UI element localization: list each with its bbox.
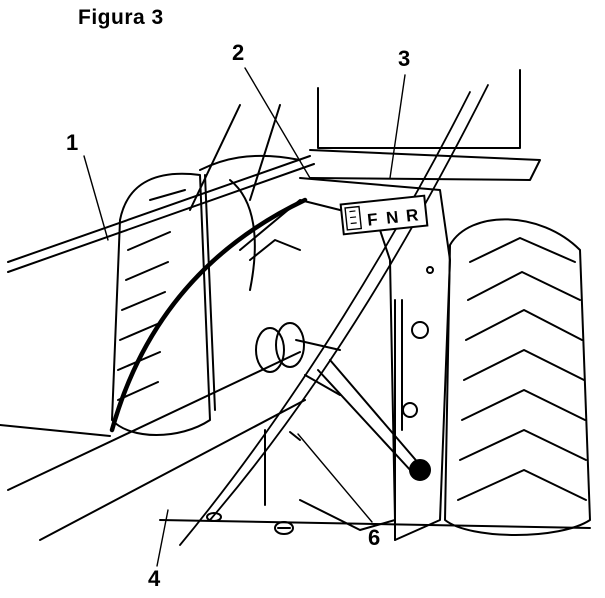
- callout-3: 3: [398, 46, 411, 71]
- figure-title: Figura 3: [78, 6, 164, 29]
- leader-lines: [83, 67, 406, 567]
- transmission-housing: [199, 154, 434, 531]
- handlebar-tubes: [7, 104, 315, 273]
- gear-position-r: R: [405, 205, 419, 225]
- right-tire: [444, 218, 591, 536]
- gear-selector-plate: F N R: [339, 194, 429, 236]
- left-tire: [111, 172, 211, 436]
- control-cables: [179, 84, 489, 546]
- gear-position-n: N: [385, 208, 399, 228]
- callout-4: 4: [148, 566, 161, 591]
- thick-cable: [109, 197, 308, 433]
- callout-6: 6: [368, 525, 381, 550]
- callout-1: 1: [66, 130, 79, 155]
- callout-2: 2: [232, 40, 245, 65]
- gear-position-f: F: [366, 210, 378, 230]
- lower-handlebar: [0, 322, 341, 541]
- gear-lever: [317, 359, 431, 481]
- base-plate: [159, 429, 591, 535]
